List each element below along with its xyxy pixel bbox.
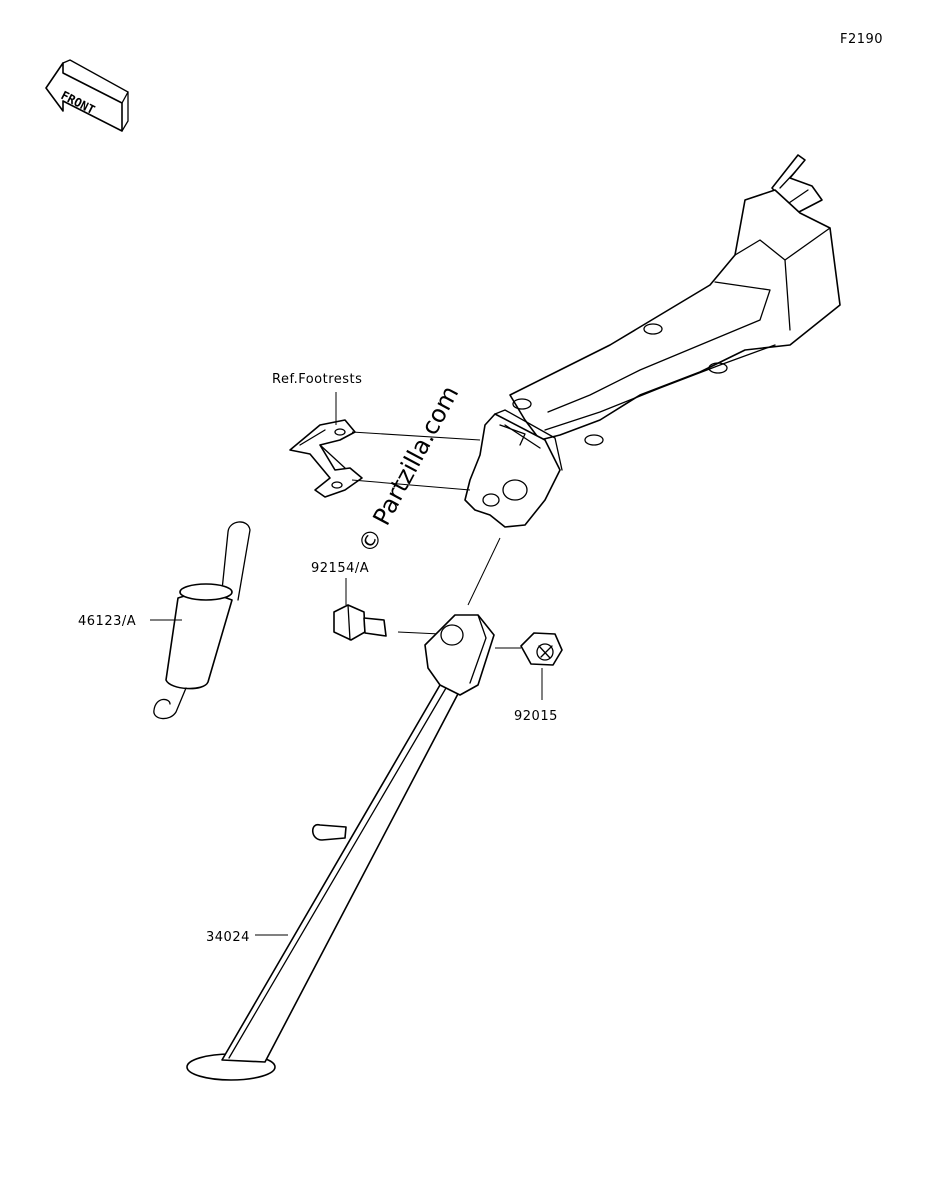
side-stand-part bbox=[186, 614, 495, 1081]
nut-part bbox=[520, 632, 563, 666]
reference-label: Ref.Footrests bbox=[272, 372, 362, 387]
spring-part bbox=[153, 521, 251, 720]
bolt-part-number: 92154/A bbox=[311, 561, 369, 576]
side-stand-part-number: 34024 bbox=[206, 930, 250, 945]
watermark: © Partzilla.com bbox=[353, 381, 465, 558]
nut-part-number: 92015 bbox=[514, 709, 558, 724]
frame-bracket bbox=[464, 154, 841, 528]
figure-number: F2190 bbox=[840, 32, 883, 47]
front-arrow-icon: FRONT bbox=[45, 59, 129, 132]
bolt-part bbox=[333, 604, 387, 641]
spring-part-number: 46123/A bbox=[78, 614, 136, 629]
footrest-bracket bbox=[289, 419, 481, 498]
